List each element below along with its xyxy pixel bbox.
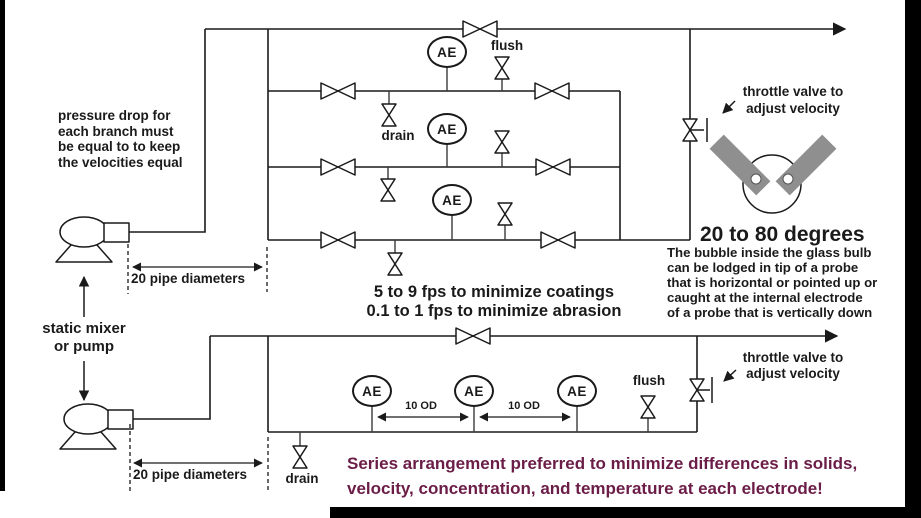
throttle-valve-note-lower: throttle valve to adjust velocity (743, 350, 844, 382)
ae-instrument-tag: AE (432, 184, 472, 216)
note-line: throttle valve to (742, 84, 844, 99)
note-line: adjust velocity (746, 366, 840, 381)
note-line: The bubble inside the glass bulb (667, 245, 872, 260)
flush4-valve-icon (640, 395, 656, 419)
note-line: velocity, concentration, and temperature… (347, 478, 823, 498)
degrees-title: 20 to 80 degrees (700, 223, 865, 246)
throttle-valve-upper-icon (682, 118, 708, 142)
note-line: caught at the internal electrode (667, 289, 863, 305)
note-line: static mixer (42, 320, 126, 337)
series-arrangement-note: Series arrangement preferred to minimize… (347, 452, 857, 501)
note-line: each branch must (58, 123, 174, 139)
bubble-note: The bubble inside the glass bulb can be … (667, 245, 878, 321)
flush2-valve-icon (494, 130, 510, 154)
od-spacing-label: 10 OD (405, 400, 437, 412)
branch3-outlet-valve-icon (540, 231, 576, 249)
flush3-valve-icon (497, 202, 513, 226)
pressure-drop-note: pressure drop for each branch must be eq… (58, 108, 183, 170)
drain4-valve-icon (292, 445, 308, 469)
throttle-pointer-lower (723, 369, 737, 382)
throttle-valve-note-upper: throttle valve to adjust velocity (743, 84, 844, 117)
pump-lower-icon (59, 403, 134, 450)
dimension-lines (127, 244, 571, 491)
bottom-border-bar (330, 507, 921, 518)
bypass-valve-icon (462, 20, 498, 38)
drain2-valve-icon (380, 178, 396, 202)
branch1-inlet-valve-icon (320, 82, 356, 100)
right-border-bar (905, 0, 921, 518)
probe-left-electrode-icon (750, 173, 762, 185)
ae-instrument-tag: AE (454, 375, 494, 407)
probe-right-electrode-icon (782, 173, 794, 185)
note-line: pressure drop for (58, 108, 171, 123)
branch3-inlet-valve-icon (320, 231, 356, 249)
od-spacing-label: 10 OD (508, 400, 540, 412)
ae-instrument-tag: AE (427, 36, 467, 68)
note-line: the velocities equal (58, 154, 183, 170)
note-line: throttle valve to (742, 350, 844, 365)
pipe-diameters-label-top: 20 pipe diameters (131, 271, 246, 286)
probe-angle-inset (709, 134, 837, 214)
note-line: 5 to 9 fps to minimize coatings (373, 283, 615, 301)
flush-label-bottom: flush (632, 373, 666, 388)
drain-label-top: drain (381, 128, 415, 143)
drain-label-bottom: drain (285, 471, 319, 486)
drain1-valve-icon (381, 103, 397, 127)
note-line: adjust velocity (746, 100, 840, 116)
pump-upper-icon (55, 216, 130, 263)
throttle-valve-lower-icon (689, 377, 713, 403)
lower-line-valve-icon (455, 327, 491, 345)
velocity-guideline-note: 5 to 9 fps to minimize coatings 0.1 to 1… (367, 283, 622, 320)
note-line: 0.1 to 1 fps to minimize abrasion (366, 301, 622, 320)
taps-and-stems (299, 66, 649, 446)
pointer-arrows (78, 100, 737, 402)
valves (292, 20, 713, 469)
note-line: of a probe that is vertically down (667, 304, 873, 320)
note-line: or pump (53, 337, 114, 355)
branch2-inlet-valve-icon (320, 158, 356, 176)
ae-instrument-tag: AE (557, 375, 597, 407)
throttle-pointer-upper (722, 100, 736, 114)
branch1-outlet-valve-icon (534, 82, 570, 100)
note-line: be equal to to keep (58, 139, 181, 155)
pipe-diameters-label-bottom: 20 pipe diameters (133, 467, 248, 482)
drain3-valve-icon (387, 252, 403, 276)
flush1-valve-icon (494, 56, 510, 80)
note-line: can be lodged in tip of a probe (667, 259, 859, 275)
pump1-discharge-pipe (129, 29, 206, 233)
branch2-outlet-valve-icon (535, 158, 571, 176)
ae-instrument-tag: AE (352, 375, 392, 407)
flush-label-top: flush (490, 38, 524, 53)
upper-pipe-network (129, 22, 847, 241)
pump2-discharge-pipe (130, 336, 211, 420)
note-line: Series arrangement preferred to minimize… (347, 454, 858, 473)
static-mixer-label: static mixer or pump (42, 320, 125, 355)
left-border-bar (0, 0, 5, 491)
ae-instrument-tag: AE (427, 113, 467, 145)
note-line: that is horizontal or pointed up or (667, 274, 878, 290)
